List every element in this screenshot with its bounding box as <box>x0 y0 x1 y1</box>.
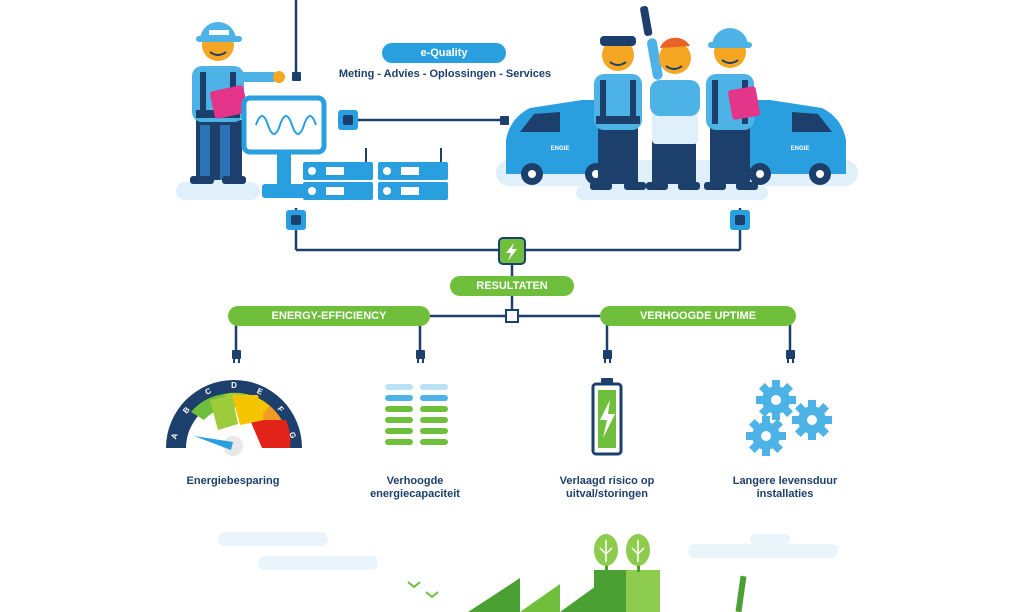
branch-label-energy: ENERGY-EFFICIENCY <box>271 310 387 322</box>
gauge-letter-d: D <box>231 381 237 390</box>
socket-monitor <box>338 110 358 130</box>
tree-icon-1 <box>594 534 618 572</box>
brand-van-right: ENGIE <box>791 146 810 152</box>
technician-left <box>190 22 285 184</box>
caption-levensduur: Langere levensduur installaties <box>705 475 865 501</box>
brand-marks: ENGIE ENGIE <box>551 146 810 152</box>
plug-icon-4 <box>786 350 795 363</box>
clouds <box>218 532 838 570</box>
caption-line: energiecapaciteit <box>370 488 460 500</box>
plug-icon-1 <box>232 350 241 363</box>
caption-energiecapaciteit: Verhoogde energiecapaciteit <box>335 475 495 501</box>
van-right <box>740 100 846 185</box>
caption-risico: Verlaagd risico op uitval/storingen <box>527 475 687 501</box>
caption-line: installaties <box>756 488 814 500</box>
branch-label-uptime: VERHOOGDE UPTIME <box>639 310 757 322</box>
plug-icon-3 <box>603 350 612 363</box>
caption-line: uitval/storingen <box>566 488 648 500</box>
gauge-letter-f: F <box>276 405 286 415</box>
monitor <box>241 95 327 198</box>
results-pill: RESULTATEN <box>450 276 574 296</box>
junction-node <box>505 309 519 323</box>
brand-van-left: ENGIE <box>551 146 570 152</box>
caption-line: Verhoogde <box>386 475 444 487</box>
floor-base-left <box>176 182 260 200</box>
results-label: RESULTATEN <box>476 280 548 292</box>
birds-icon <box>407 581 439 599</box>
gauge-letter-b: B <box>181 405 192 415</box>
tree-icon-2 <box>626 534 650 572</box>
subtitle: Meting - Advies - Oplossingen - Services <box>338 68 552 80</box>
socket-left <box>286 210 306 230</box>
technician-wrench <box>640 5 700 190</box>
gauge-letter-c: C <box>204 386 213 397</box>
branch-pill-uptime: VERHOOGDE UPTIME <box>600 306 796 326</box>
gauge-letters: A B C D E F G <box>169 381 298 440</box>
caption-line: Energiebesparing <box>186 475 280 487</box>
title-pill: e-Quality <box>382 43 506 63</box>
plug-icon-right <box>500 116 509 125</box>
caption-line: Langere levensduur <box>732 475 838 487</box>
gears-icon <box>746 380 832 456</box>
caption-line: Verlaagd risico op <box>559 475 655 487</box>
page-title: e-Quality <box>420 47 468 59</box>
gauge-letter-a: A <box>169 432 180 441</box>
battery-icon <box>591 378 623 456</box>
technician-right <box>704 28 760 190</box>
technician-cap <box>590 36 646 190</box>
socket-right <box>730 210 750 230</box>
energy-label-gauge <box>166 380 302 456</box>
caption-energiebesparing: Energiebesparing <box>153 475 313 488</box>
plug-icon-top <box>292 72 301 81</box>
plug-icon-2 <box>416 350 425 363</box>
branch-pill-energy: ENERGY-EFFICIENCY <box>228 306 430 326</box>
lightning-icon <box>498 237 526 265</box>
gauge-letter-e: E <box>255 386 264 397</box>
server-rack-1 <box>303 148 373 200</box>
gauge-letter-g: G <box>287 431 298 440</box>
server-rack-2 <box>378 148 448 200</box>
capacity-bars-icon <box>385 384 448 445</box>
factory <box>468 570 747 612</box>
